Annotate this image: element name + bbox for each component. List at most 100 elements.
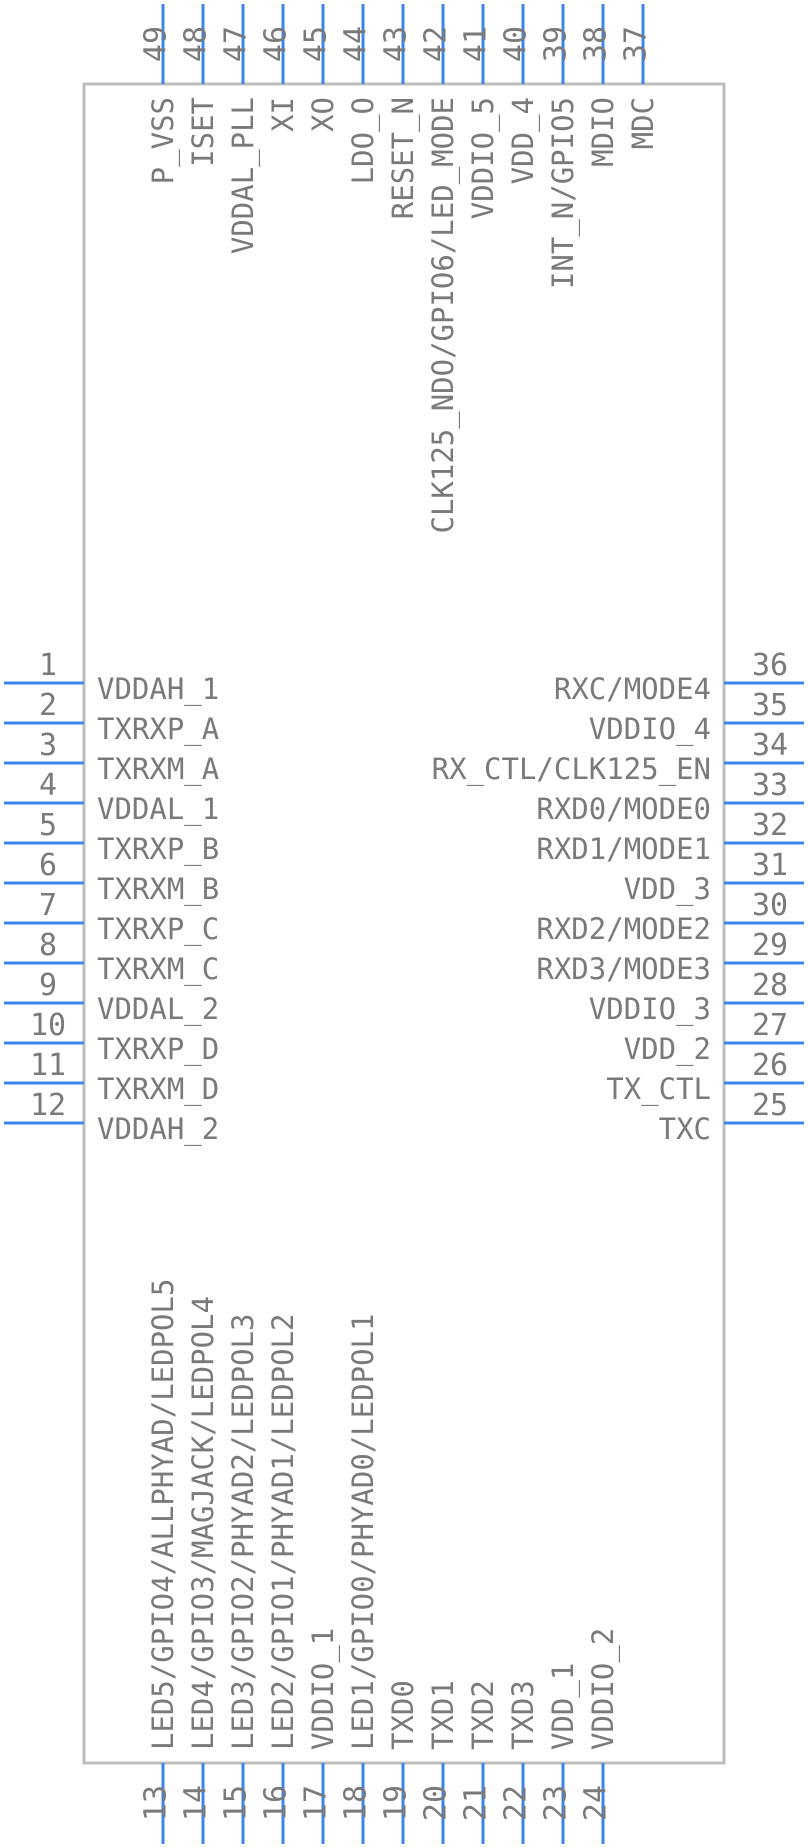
pin-label-8: TXRXM_C xyxy=(97,952,219,987)
pin-label-42: CLK125_NDO/GPIO6/LED_MODE xyxy=(426,97,461,534)
pin-number-19: 19 xyxy=(379,1785,414,1821)
pin-number-9: 9 xyxy=(39,968,57,1003)
pin-number-31: 31 xyxy=(752,848,788,883)
pin-label-47: VDDAL_PLL xyxy=(226,97,261,254)
pin-label-32: RXD1/MODE1 xyxy=(536,832,711,866)
pin-number-27: 27 xyxy=(752,1008,788,1043)
pin-label-38: MDIO xyxy=(586,97,620,167)
pin-number-13: 13 xyxy=(139,1785,174,1821)
pin-label-15: LED3/GPIO2/PHYAD2/LEDPOL3 xyxy=(226,1314,260,1751)
pin-number-33: 33 xyxy=(752,768,788,803)
pin-label-19: TXD0 xyxy=(386,1680,420,1750)
pin-number-49: 49 xyxy=(139,26,174,62)
pin-label-44: LDO_O xyxy=(346,97,381,184)
pin-number-14: 14 xyxy=(179,1785,214,1821)
pin-number-6: 6 xyxy=(39,848,57,883)
pin-label-16: LED2/GPIO1/PHYAD1/LEDPOL2 xyxy=(266,1314,300,1751)
pin-number-15: 15 xyxy=(219,1785,254,1821)
pin-label-30: RXD2/MODE2 xyxy=(536,912,711,946)
pin-label-45: XO xyxy=(306,97,340,132)
pin-label-31: VDD_3 xyxy=(624,872,711,907)
pin-label-10: TXRXP_D xyxy=(97,1032,219,1067)
pin-label-14: LED4/GPIO3/MAGJACK/LEDPOL4 xyxy=(186,1296,220,1750)
pin-label-13: LED5/GPIO4/ALLPHYAD/LEDPOL5 xyxy=(146,1279,180,1750)
pin-label-1: VDDAH_1 xyxy=(97,672,219,707)
pin-number-24: 24 xyxy=(579,1785,614,1821)
pin-number-47: 47 xyxy=(219,26,254,62)
pin-label-7: TXRXP_C xyxy=(97,912,219,947)
pin-label-40: VDD_4 xyxy=(506,97,541,184)
pin-number-17: 17 xyxy=(299,1785,334,1821)
pin-label-11: TXRXM_D xyxy=(97,1072,219,1107)
pin-label-49: P_VSS xyxy=(146,97,181,184)
pin-number-4: 4 xyxy=(39,768,57,803)
pin-number-39: 39 xyxy=(539,26,574,62)
pin-label-26: TX_CTL xyxy=(606,1072,711,1107)
pin-label-39: INT_N/GPIO5 xyxy=(546,97,581,289)
pin-number-21: 21 xyxy=(459,1785,494,1821)
pin-label-2: TXRXP_A xyxy=(97,712,219,747)
pin-label-23: VDD_1 xyxy=(546,1663,581,1750)
pin-label-9: VDDAL_2 xyxy=(97,992,219,1027)
pin-number-42: 42 xyxy=(419,26,454,62)
pin-label-25: TXC xyxy=(659,1112,711,1146)
pin-label-27: VDD_2 xyxy=(624,1032,711,1067)
pin-number-40: 40 xyxy=(499,26,534,62)
pin-number-29: 29 xyxy=(752,928,788,963)
pin-label-4: VDDAL_1 xyxy=(97,792,219,827)
pin-number-32: 32 xyxy=(752,808,788,843)
pin-label-22: TXD3 xyxy=(506,1680,540,1750)
pin-number-18: 18 xyxy=(339,1785,374,1821)
pin-number-25: 25 xyxy=(752,1088,788,1123)
pin-label-6: TXRXM_B xyxy=(97,872,219,907)
pin-number-44: 44 xyxy=(339,26,374,62)
pin-label-21: TXD2 xyxy=(466,1680,500,1750)
pin-number-48: 48 xyxy=(179,26,214,62)
pin-number-43: 43 xyxy=(379,26,414,62)
pin-label-17: VDDIO_1 xyxy=(306,1628,341,1750)
pin-number-46: 46 xyxy=(259,26,294,62)
pin-number-7: 7 xyxy=(39,888,57,923)
pin-number-37: 37 xyxy=(619,26,654,62)
pin-number-16: 16 xyxy=(259,1785,294,1821)
pin-label-34: RX_CTL/CLK125_EN xyxy=(432,752,711,787)
pin-label-3: TXRXM_A xyxy=(97,752,219,787)
pin-number-34: 34 xyxy=(752,728,788,763)
pin-label-28: VDDIO_3 xyxy=(589,992,711,1027)
pin-number-2: 2 xyxy=(39,688,57,723)
pin-number-45: 45 xyxy=(299,26,334,62)
pin-label-37: MDC xyxy=(626,97,660,149)
pin-number-20: 20 xyxy=(419,1785,454,1821)
pin-number-30: 30 xyxy=(752,888,788,923)
pin-number-23: 23 xyxy=(539,1785,574,1821)
pin-label-12: VDDAH_2 xyxy=(97,1112,219,1147)
pin-label-36: RXC/MODE4 xyxy=(554,672,711,706)
pin-label-29: RXD3/MODE3 xyxy=(536,952,711,986)
pin-number-10: 10 xyxy=(30,1008,66,1043)
pin-label-5: TXRXP_B xyxy=(97,832,219,867)
pin-number-5: 5 xyxy=(39,808,57,843)
pin-number-11: 11 xyxy=(30,1048,66,1083)
pin-label-20: TXD1 xyxy=(426,1680,460,1750)
pin-label-43: RESET_N xyxy=(386,97,421,219)
pin-label-48: ISET xyxy=(186,97,220,167)
pin-label-33: RXD0/MODE0 xyxy=(536,792,711,826)
pin-number-36: 36 xyxy=(752,648,788,683)
pin-number-3: 3 xyxy=(39,728,57,763)
pin-number-22: 22 xyxy=(499,1785,534,1821)
pin-label-24: VDDIO_2 xyxy=(586,1628,621,1750)
pin-number-41: 41 xyxy=(459,26,494,62)
pin-number-12: 12 xyxy=(30,1088,66,1123)
pin-number-35: 35 xyxy=(752,688,788,723)
pin-label-41: VDDIO_5 xyxy=(466,97,501,219)
pin-number-28: 28 xyxy=(752,968,788,1003)
pin-label-18: LED1/GPIO0/PHYAD0/LEDPOL1 xyxy=(346,1314,380,1751)
pin-number-26: 26 xyxy=(752,1048,788,1083)
pin-label-46: XI xyxy=(266,97,300,132)
pin-number-8: 8 xyxy=(39,928,57,963)
pin-number-1: 1 xyxy=(39,648,57,683)
pin-number-38: 38 xyxy=(579,26,614,62)
pin-label-35: VDDIO_4 xyxy=(589,712,711,747)
